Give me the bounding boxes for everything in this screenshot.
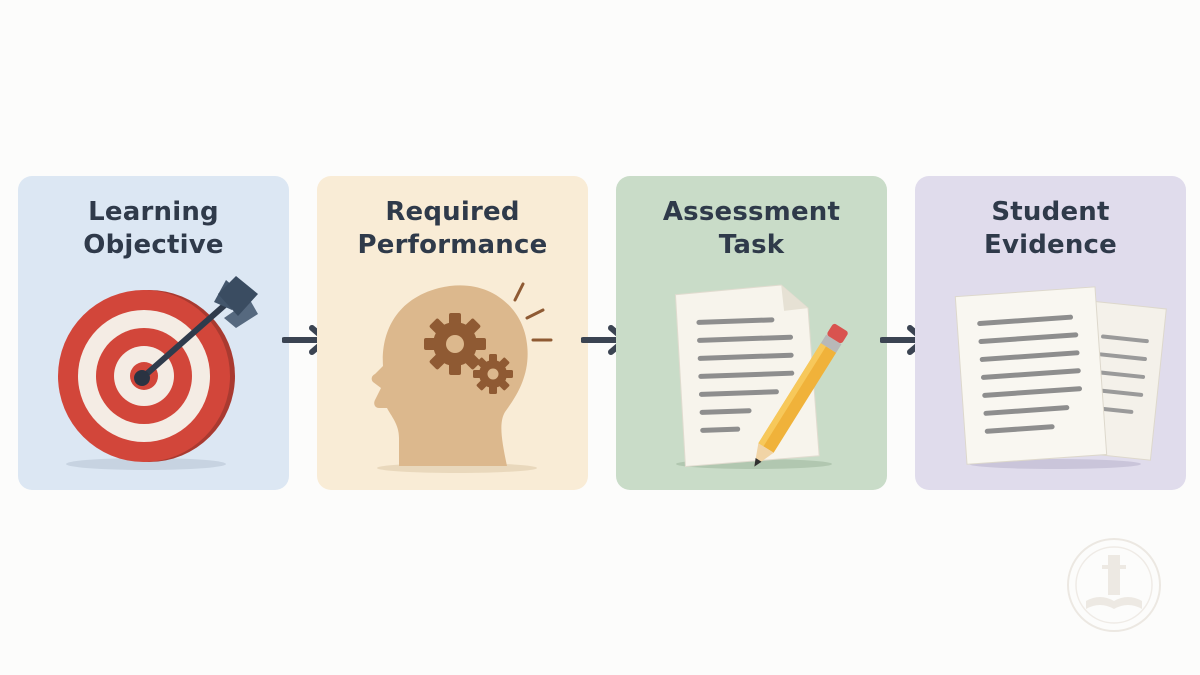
step-title-line2: Performance xyxy=(357,230,548,260)
head-gears-icon xyxy=(371,282,553,473)
step-title-line1: Assessment xyxy=(662,197,841,227)
step-card-student-evidence: Student Evidence xyxy=(915,176,1186,490)
step-title-line1: Student xyxy=(991,197,1110,227)
papers-icon xyxy=(954,286,1167,469)
step-title-line2: Evidence xyxy=(983,230,1118,260)
step-title-line1: Learning xyxy=(88,197,219,227)
target-icon xyxy=(58,276,258,470)
step-title-line2: Objective xyxy=(83,230,224,260)
step-title-line2: Task xyxy=(718,230,785,260)
book-seal-icon xyxy=(1067,538,1161,632)
document-pencil-icon xyxy=(674,284,848,469)
step-card-required-performance: Required Performance xyxy=(317,176,588,490)
step-card-learning-objective: Learning Objective xyxy=(18,176,289,490)
step-title-line1: Required xyxy=(385,197,520,227)
step-card-assessment-task: Assessment Task xyxy=(616,176,887,490)
